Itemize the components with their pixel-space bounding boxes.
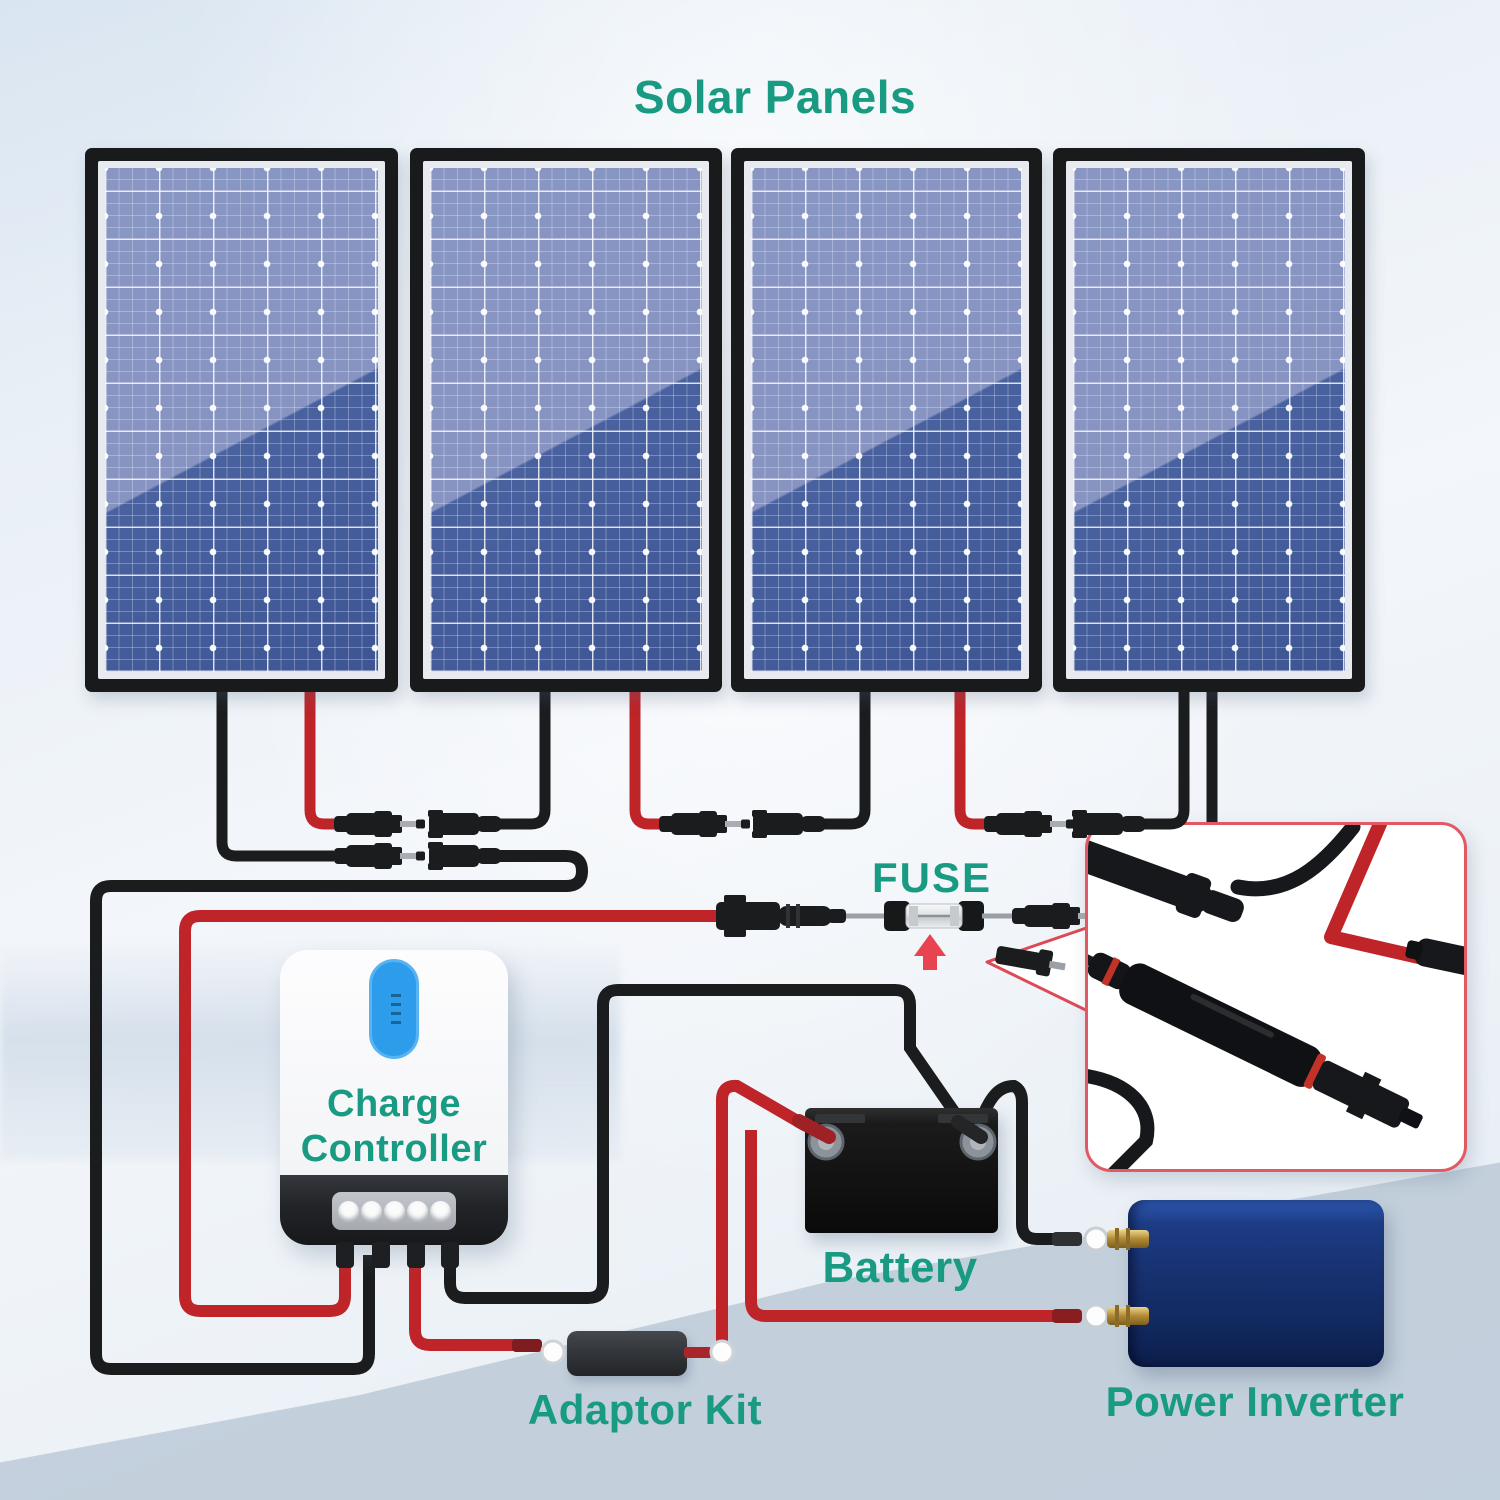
terminal-dot (406, 1200, 428, 1222)
inset-bottom-cable (1088, 1069, 1155, 1169)
power-inverter-label: Power Inverter (1105, 1378, 1405, 1425)
charge-controller-label-line1: Charge (327, 1083, 461, 1125)
panel-4-glass (1066, 161, 1352, 679)
solar-panel-2 (410, 148, 722, 692)
panel-1-glass (98, 161, 385, 679)
panel-2-cells (430, 168, 702, 672)
panel-3-glass (744, 161, 1029, 679)
terminal-dot (360, 1200, 382, 1222)
diagram-title: Solar Panels (633, 71, 917, 123)
terminal-dot (337, 1200, 359, 1222)
battery (805, 1108, 998, 1233)
power-inverter (1128, 1200, 1384, 1367)
fuse-label: FUSE (871, 854, 992, 901)
controller-indicator-button (369, 959, 419, 1059)
inset-inline-fuse-holder (1088, 940, 1423, 1129)
panel-3-cells (751, 168, 1022, 672)
adaptor-kit-label: Adaptor Kit (527, 1386, 763, 1433)
charge-controller-label: Charge Controller (280, 1082, 508, 1172)
panel-2-glass (423, 161, 709, 679)
solar-panel-4 (1053, 148, 1365, 692)
inset-black-cable-coupler (1088, 825, 1361, 923)
panel-4-cells (1073, 168, 1345, 672)
inset-photo-art (1088, 825, 1464, 1169)
charge-controller-label-line2: Controller (300, 1127, 488, 1170)
controller-terminal-strip (332, 1192, 456, 1230)
battery-label: Battery (822, 1243, 978, 1292)
terminal-dot (429, 1200, 451, 1222)
terminal-dot (383, 1200, 405, 1222)
connector-closeup-inset (1085, 822, 1467, 1172)
solar-panel-1 (85, 148, 398, 692)
inset-red-cable (1324, 825, 1464, 976)
solar-panel-3 (731, 148, 1042, 692)
adaptor-kit (567, 1331, 687, 1376)
controller-terminal-band (280, 1175, 508, 1245)
charge-controller: Charge Controller (280, 950, 508, 1245)
panel-1-cells (105, 168, 378, 672)
